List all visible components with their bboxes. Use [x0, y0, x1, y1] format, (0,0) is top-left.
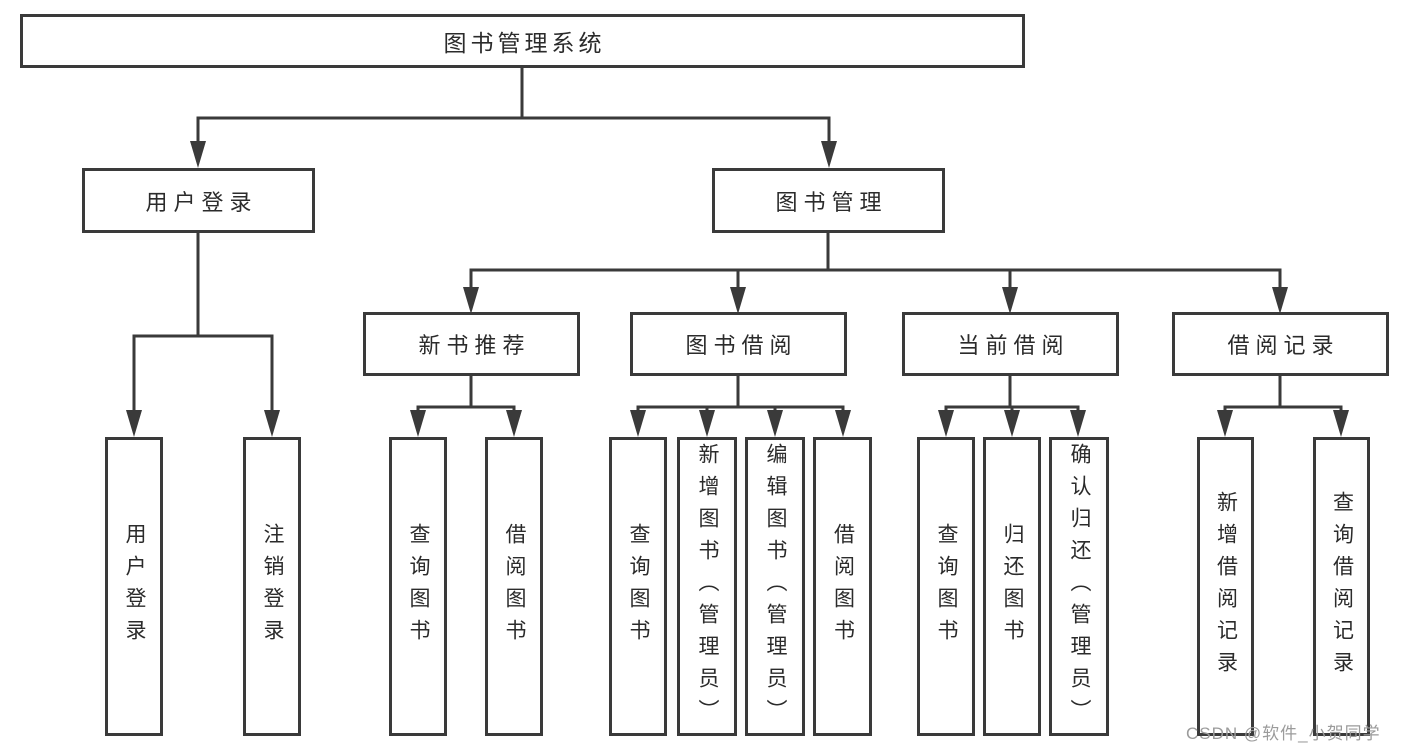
leaf-label: 注销登录	[261, 522, 284, 651]
leaf-label: 借阅图书	[503, 522, 526, 651]
connector-borrow-records-to-leaves	[1223, 376, 1343, 420]
arrowhead	[264, 410, 280, 437]
arrowhead	[463, 287, 479, 314]
leaf-label: 查询图书	[407, 522, 430, 651]
node-current-borrow: 当前借阅	[902, 312, 1119, 376]
leaf-label: 查询借阅记录	[1330, 490, 1354, 683]
node-leaf-user-login: 用户登录	[105, 437, 163, 736]
connector-current-borrow-to-leaves	[944, 376, 1080, 420]
node-leaf-borrow-books-recommend: 借阅图书	[485, 437, 543, 736]
arrowhead	[190, 141, 206, 168]
arrowhead	[1272, 287, 1288, 314]
node-leaf-logout: 注销登录	[243, 437, 301, 736]
leaf-label: 查询图书	[935, 522, 958, 651]
arrowhead	[630, 410, 646, 437]
connector-user-login-to-leaves	[132, 233, 274, 420]
leaf-label: 查询图书	[627, 522, 650, 651]
arrowhead	[410, 410, 426, 437]
arrowhead	[1002, 287, 1018, 314]
arrowhead	[699, 410, 715, 437]
connector-new-book-to-leaves	[416, 376, 516, 420]
node-leaf-return-books: 归还图书	[983, 437, 1041, 736]
arrowhead	[506, 410, 522, 437]
connector-book-mgmt-to-level3	[469, 233, 1282, 296]
leaf-label: 确认归还（管理员）	[1068, 442, 1091, 731]
node-leaf-confirm-return-admin: 确认归还（管理员）	[1049, 437, 1109, 736]
leaf-label: 新增借阅记录	[1214, 490, 1238, 683]
node-leaf-query-books-current: 查询图书	[917, 437, 975, 736]
arrowhead	[821, 141, 837, 168]
leaf-label: 归还图书	[1001, 522, 1024, 651]
arrowhead	[1070, 410, 1086, 437]
arrowhead	[938, 410, 954, 437]
node-leaf-add-borrow-record: 新增借阅记录	[1197, 437, 1254, 736]
arrowhead	[767, 410, 783, 437]
node-leaf-edit-book-admin: 编辑图书（管理员）	[745, 437, 805, 736]
leaf-label: 编辑图书（管理员）	[764, 442, 787, 731]
connector-root-to-level2	[196, 68, 831, 152]
arrowhead	[126, 410, 142, 437]
watermark: CSDN @软件_小贺同学	[1186, 724, 1381, 743]
node-leaf-query-borrow-record: 查询借阅记录	[1313, 437, 1370, 736]
arrowhead	[1217, 410, 1233, 437]
node-book-borrow: 图书借阅	[630, 312, 847, 376]
node-borrow-records: 借阅记录	[1172, 312, 1389, 376]
node-leaf-add-book-admin: 新增图书（管理员）	[677, 437, 737, 736]
leaf-label: 新增图书（管理员）	[696, 442, 719, 731]
arrowhead	[835, 410, 851, 437]
arrowhead	[1004, 410, 1020, 437]
leaf-label: 借阅图书	[831, 522, 855, 651]
node-user-login: 用户登录	[82, 168, 315, 233]
arrowhead	[730, 287, 746, 314]
leaf-label: 用户登录	[123, 522, 146, 651]
node-new-book-recommend: 新书推荐	[363, 312, 580, 376]
node-leaf-borrow-books: 借阅图书	[813, 437, 872, 736]
node-leaf-query-books-borrow: 查询图书	[609, 437, 667, 736]
connector-book-borrow-to-leaves	[636, 376, 845, 420]
node-book-management: 图书管理	[712, 168, 945, 233]
node-root-system: 图书管理系统	[20, 14, 1025, 68]
arrowhead	[1333, 410, 1349, 437]
node-leaf-query-books-recommend: 查询图书	[389, 437, 447, 736]
